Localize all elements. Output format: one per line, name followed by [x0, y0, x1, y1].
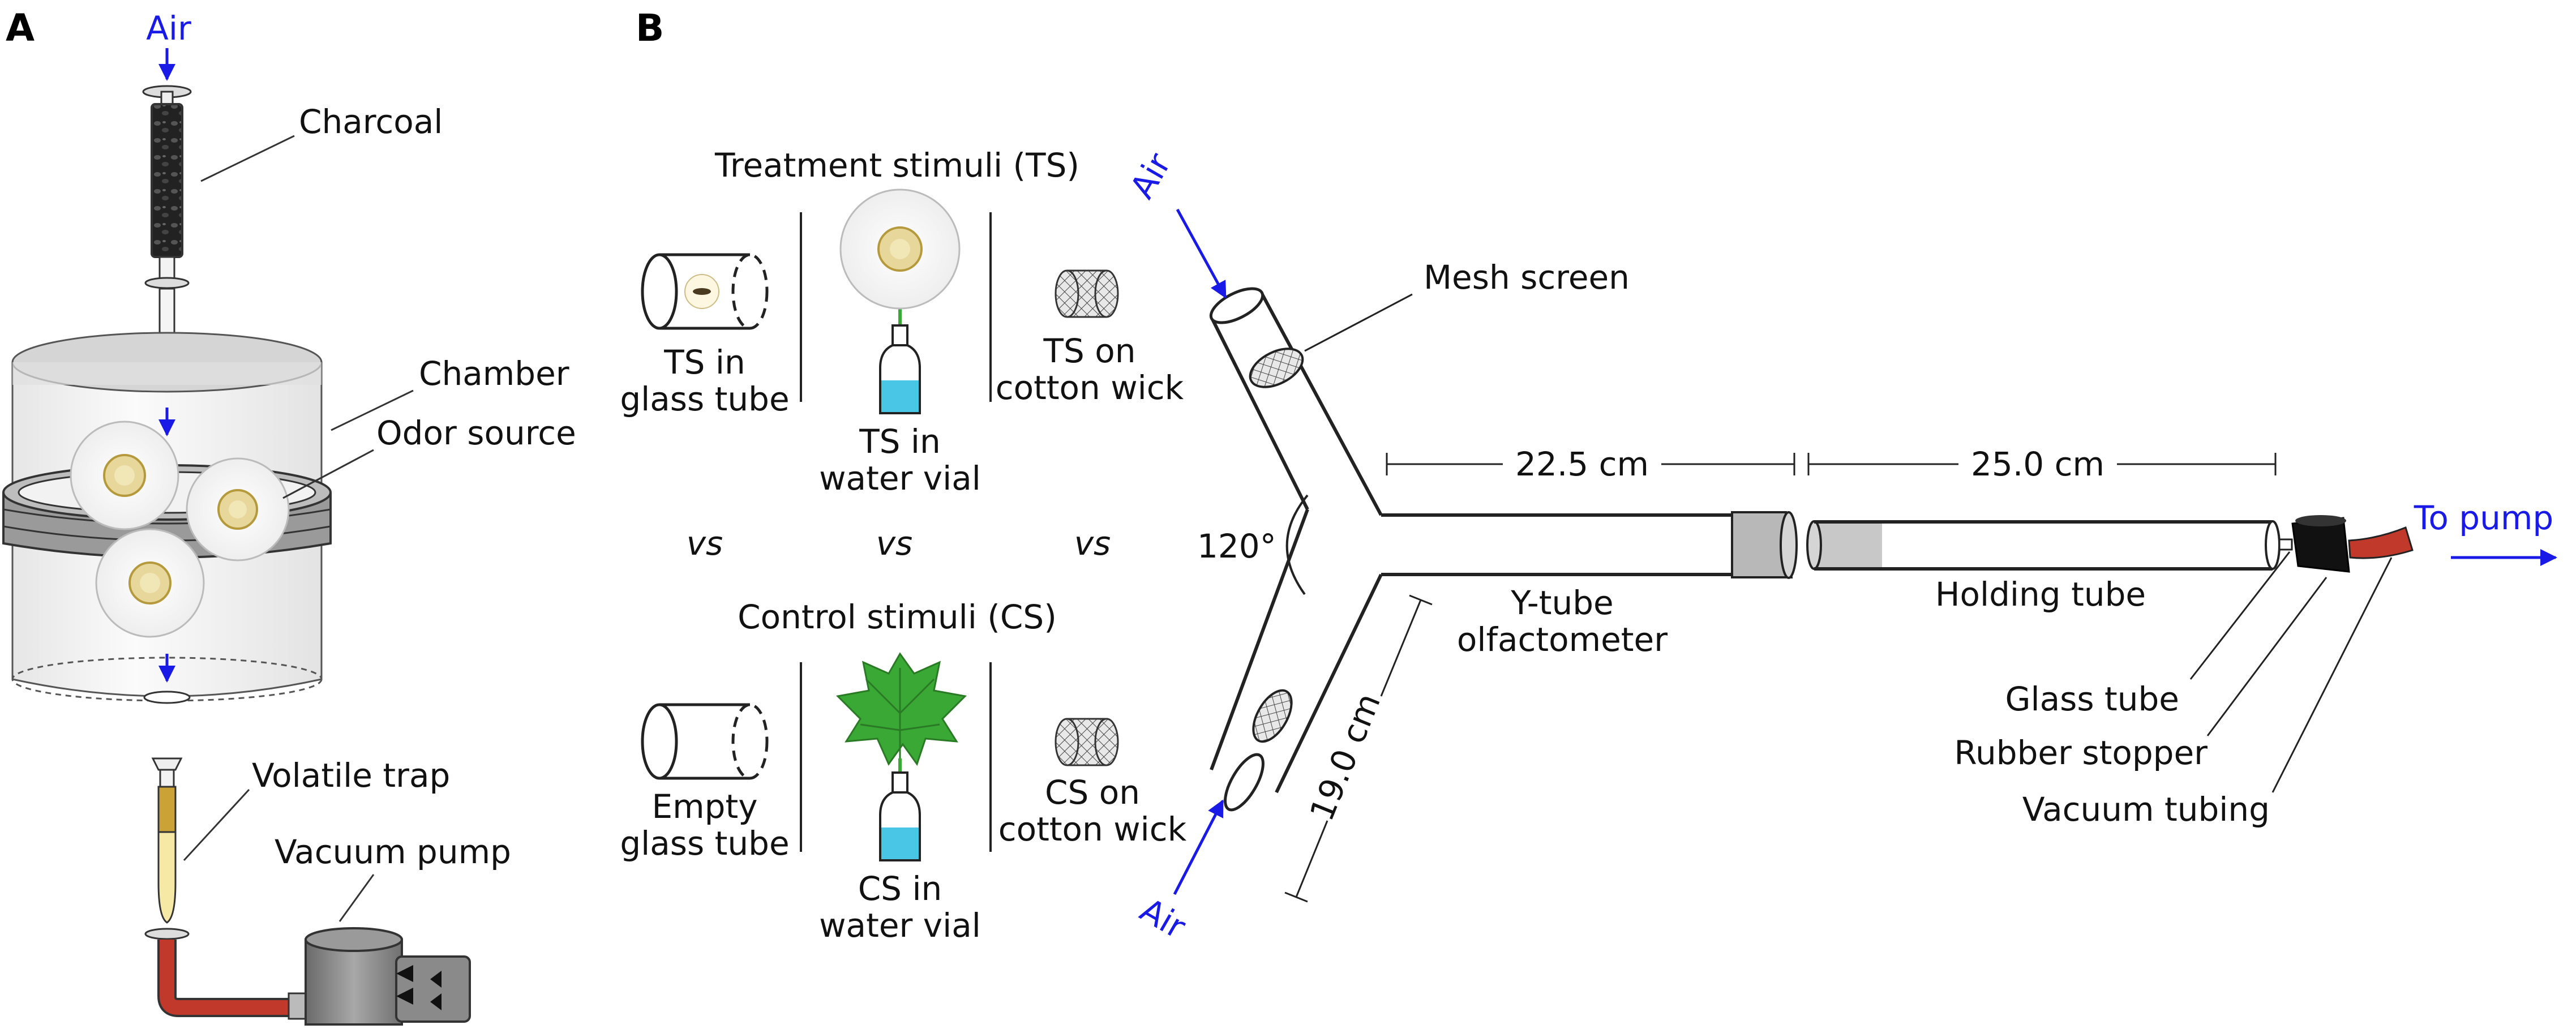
cs-cotton-wick	[1055, 718, 1119, 766]
holding-tube	[1806, 520, 2281, 571]
air-label-bottom: Air	[1134, 890, 1192, 946]
ts-glass-tube	[641, 253, 769, 330]
vs-3: vs	[1074, 524, 1111, 563]
vacuum-tubing-b	[2348, 526, 2414, 559]
odor-source-leader	[282, 449, 374, 499]
vacuum-pump-leader	[338, 874, 375, 922]
panel-a: Air Charcoal	[2, 9, 576, 1026]
panel-b-label: B	[636, 6, 664, 50]
ts-wick-label-2: cotton wick	[996, 368, 1184, 407]
charcoal-leader	[200, 135, 295, 182]
charcoal-label: Charcoal	[299, 102, 443, 141]
chamber-label: Chamber	[419, 354, 569, 393]
air-arrow-top	[1176, 208, 1227, 299]
ts-cotton-wick	[1055, 269, 1119, 318]
dimension-arm	[1386, 453, 1795, 475]
chamber-leader	[331, 389, 414, 431]
vacuum-tubing-label: Vacuum tubing	[2022, 790, 2270, 829]
ts-water-vial	[839, 188, 961, 414]
vacuum-pump	[288, 927, 471, 1026]
mesh-screen-leader	[1304, 293, 1413, 352]
ts-glass-label-1: TS in	[663, 343, 745, 381]
charcoal-filter	[141, 85, 193, 357]
cs-glass-label-1: Empty	[651, 787, 757, 826]
cs-water-vial	[835, 652, 967, 861]
dimension-branch	[1284, 594, 1433, 903]
vacuum-tubing-a	[160, 940, 294, 1015]
cs-vial-label-1: CS in	[858, 869, 942, 908]
ts-vial-label-1: TS in	[859, 422, 941, 461]
glass-tube-label: Glass tube	[2005, 680, 2179, 718]
to-pump-label: To pump	[2414, 499, 2553, 537]
cs-glass-tube	[641, 703, 769, 780]
rubber-stopper-leader	[2206, 577, 2328, 736]
air-label-top: Air	[1122, 147, 1178, 205]
chamber	[2, 332, 332, 704]
cs-glass-label-2: glass tube	[620, 824, 789, 863]
air-arrow-bottom	[1173, 799, 1224, 895]
vacuum-tubing-leader	[2271, 557, 2393, 793]
tubing-outline	[157, 940, 294, 1017]
odor-source-flowers	[70, 421, 290, 638]
air-label-a: Air	[146, 9, 191, 48]
cs-wick-label-2: cotton wick	[998, 810, 1187, 848]
dim-holding-label: 25.0 cm	[1971, 445, 2104, 483]
odor-source-label: Odor source	[376, 414, 576, 452]
ytube-label-1: Y-tube	[1510, 584, 1613, 622]
cs-vial-label-2: water vial	[819, 906, 981, 945]
vs-1: vs	[687, 524, 723, 563]
holding-tube-label: Holding tube	[1935, 575, 2146, 614]
vacuum-pump-label: Vacuum pump	[275, 833, 511, 871]
dimension-holding	[1807, 453, 2277, 475]
glass-tube-connector	[2278, 538, 2293, 551]
angle-label: 120°	[1197, 527, 1276, 565]
treatment-heading: Treatment stimuli (TS)	[714, 146, 1079, 185]
mesh-screen-label: Mesh screen	[1424, 258, 1630, 297]
rubber-stopper-label: Rubber stopper	[1954, 734, 2208, 772]
volatile-trap-leader	[183, 788, 250, 861]
ts-vial-label-2: water vial	[819, 459, 981, 498]
ts-glass-label-2: glass tube	[620, 380, 789, 418]
dim-arm-label: 22.5 cm	[1515, 445, 1649, 483]
panel-b-stimuli: Treatment stimuli (TS) TS in glass tube …	[620, 146, 1186, 945]
cs-wick-label-1: CS on	[1045, 773, 1140, 812]
panel-a-label: A	[6, 6, 35, 50]
glass-tube-leader	[2189, 551, 2291, 680]
ts-wick-label-1: TS on	[1043, 332, 1136, 370]
control-heading: Control stimuli (CS)	[738, 598, 1057, 636]
y-tube-olfactometer	[1209, 287, 1798, 812]
ytube-label-2: olfactometer	[1457, 620, 1668, 659]
volatile-trap-label: Volatile trap	[252, 756, 450, 795]
volatile-trap	[144, 757, 190, 940]
vs-2: vs	[876, 524, 913, 563]
